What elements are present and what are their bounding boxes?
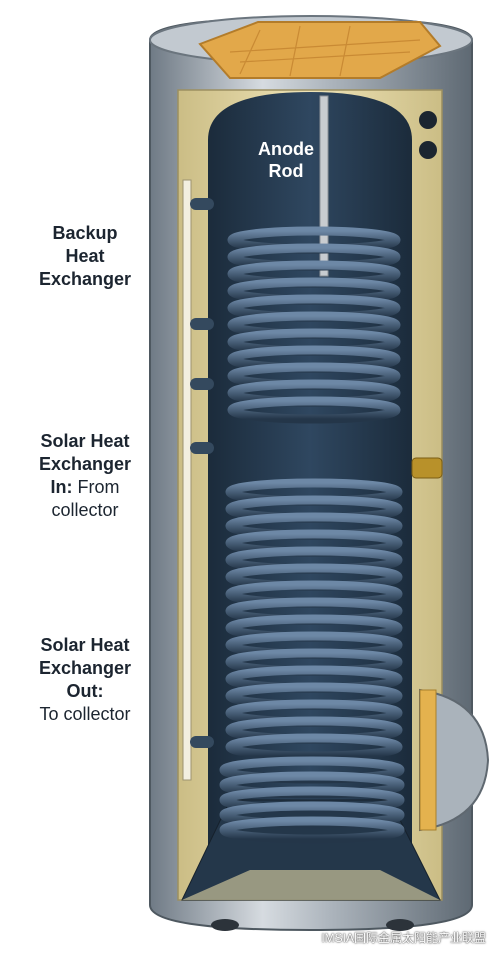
side-flange <box>419 688 490 832</box>
solar-out-line-4: To collector <box>39 704 131 724</box>
watermark: IMSIA国际金属太阳能产业联盟 <box>301 929 486 946</box>
stub-backup-3 <box>190 378 214 390</box>
backup-line-3: Exchanger <box>38 269 132 289</box>
solar-out-line-3: Out: <box>66 681 104 701</box>
upper-coil <box>227 226 401 424</box>
solar-in-line-1: Solar Heat <box>40 431 130 451</box>
foot-left <box>211 919 239 931</box>
top-port-2 <box>419 141 437 159</box>
solar-in-line-3-bold: In: <box>50 477 73 497</box>
solar-in-line-2: Exchanger <box>38 454 132 474</box>
coil-turn <box>219 816 405 844</box>
sensor-fitting <box>411 457 443 479</box>
anode-rod <box>319 95 329 277</box>
coil-turn <box>227 396 401 424</box>
solar-in-line-4: collector <box>51 500 119 520</box>
solar-out-label: Solar Heat Exchanger Out: To collector <box>5 634 165 726</box>
stub-solar-in <box>190 442 214 454</box>
solar-out-line-1: Solar Heat <box>40 635 130 655</box>
backup-heat-exchanger-label: Backup Heat Exchanger <box>20 222 150 291</box>
top-port-1 <box>419 111 437 129</box>
foot-right <box>386 919 414 931</box>
anode-rod-label: Anode Rod <box>246 138 326 182</box>
watermark-text: IMSIA国际金属太阳能产业联盟 <box>321 931 486 945</box>
lower-coil <box>225 478 403 761</box>
backup-line-2: Heat <box>65 246 105 266</box>
wechat-icon <box>301 932 318 945</box>
solar-in-label: Solar Heat Exchanger In: From collector <box>10 430 160 522</box>
stub-backup-2 <box>190 318 214 330</box>
stub-solar-out <box>190 736 214 748</box>
solar-in-line-3-rest: From <box>72 477 120 497</box>
left-pipe <box>182 179 192 781</box>
anode-line-2: Rod <box>268 161 304 181</box>
anode-line-1: Anode <box>258 139 314 159</box>
backup-line-1: Backup <box>52 223 118 243</box>
top-foam <box>198 21 442 79</box>
stub-backup-1 <box>190 198 214 210</box>
solar-out-line-2: Exchanger <box>38 658 132 678</box>
bottom-coil <box>219 756 405 844</box>
coil-turn <box>225 733 403 761</box>
